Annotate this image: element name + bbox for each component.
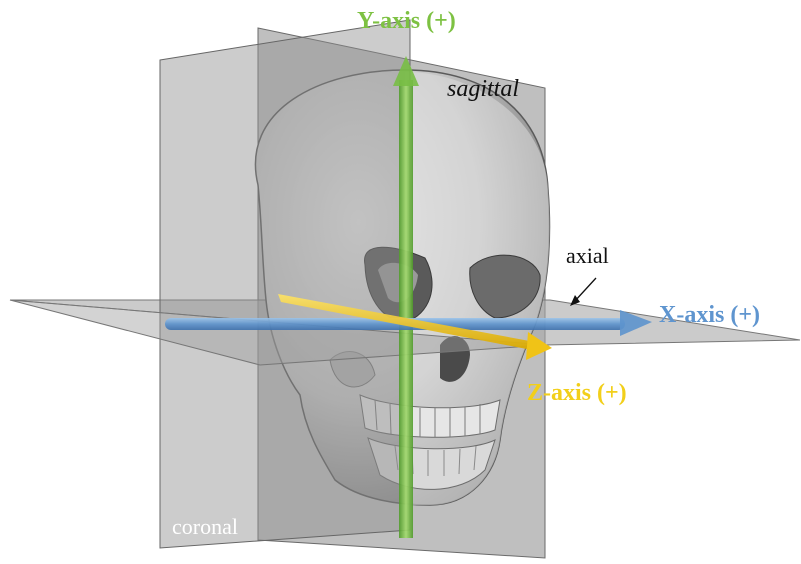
- sagittal-label: sagittal: [447, 76, 519, 102]
- coronal-plane: [160, 20, 410, 548]
- x-axis-label: X-axis (+): [659, 302, 760, 328]
- y-axis-label: Y-axis (+): [357, 8, 456, 34]
- coronal-label: coronal: [172, 514, 238, 539]
- axial-label: axial: [566, 243, 609, 268]
- z-axis-label: Z-axis (+): [527, 380, 627, 406]
- axial-pointer-arrow: [570, 278, 596, 306]
